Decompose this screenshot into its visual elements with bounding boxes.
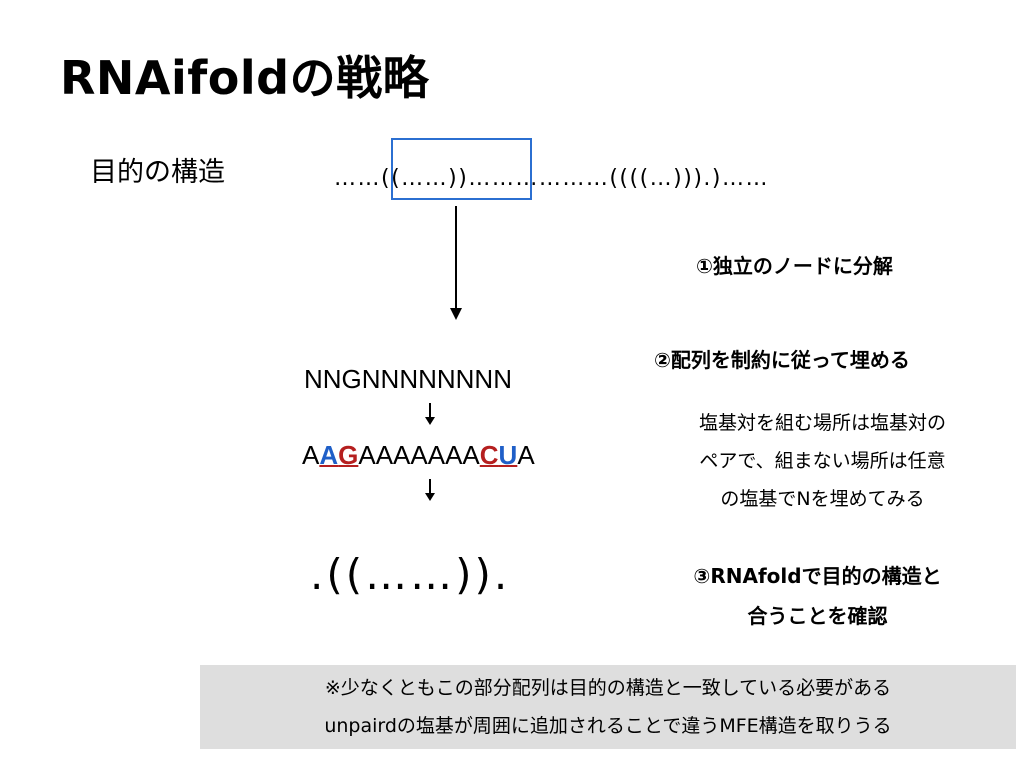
note-line: unpairdの塩基が周囲に追加されることで違うMFE構造を取りうる xyxy=(324,715,892,737)
step2-desc-line: 塩基対を組む場所は塩基対の xyxy=(698,412,946,434)
base-suffix: A xyxy=(517,440,535,470)
node-highlight-box xyxy=(391,138,532,200)
filled-sequence: AAGAAAAAAACUA xyxy=(302,440,535,471)
constraint-sequence: NNGNNNNNNNN xyxy=(304,364,512,394)
target-structure-label: 目的の構造 xyxy=(90,157,225,188)
down-arrow-2 xyxy=(425,479,435,501)
base-middle: AAAAAAA xyxy=(358,440,480,470)
note-box: ※少なくともこの部分配列は目的の構造と一致している必要がある unpairdの塩… xyxy=(200,665,1016,749)
step1-text: ①独立のノードに分解 xyxy=(696,254,893,278)
base-g-paired: G xyxy=(338,440,359,470)
step3-line: 合うことを確認 xyxy=(747,604,888,628)
slide-title: RNAifoldの戦略 xyxy=(60,51,430,105)
base-c-paired: C xyxy=(479,440,499,470)
result-structure: .((……)). xyxy=(310,550,511,599)
down-arrow-1 xyxy=(425,403,435,425)
step2-desc-line: ペアで、組まない場所は任意 xyxy=(699,450,946,472)
step2-desc-line: の塩基でNを埋めてみる xyxy=(720,488,925,510)
step2-text: ②配列を制約に従って埋める xyxy=(654,348,910,372)
target-structure-notation: ……((……))………………((((…))).)…… xyxy=(334,166,769,191)
base-a-paired: A xyxy=(319,440,339,470)
note-line: ※少なくともこの部分配列は目的の構造と一致している必要がある xyxy=(324,677,892,699)
base-u-paired: U xyxy=(498,440,518,470)
step3-line: ③RNAfoldで目的の構造と xyxy=(693,564,942,588)
base-prefix: A xyxy=(302,440,320,470)
step3-text: ③RNAfoldで目的の構造と 合うことを確認 xyxy=(650,556,985,636)
step2-description: 塩基対を組む場所は塩基対の ペアで、組まない場所は任意 の塩基でNを埋めてみる xyxy=(650,404,995,518)
down-arrow-main xyxy=(450,206,462,320)
